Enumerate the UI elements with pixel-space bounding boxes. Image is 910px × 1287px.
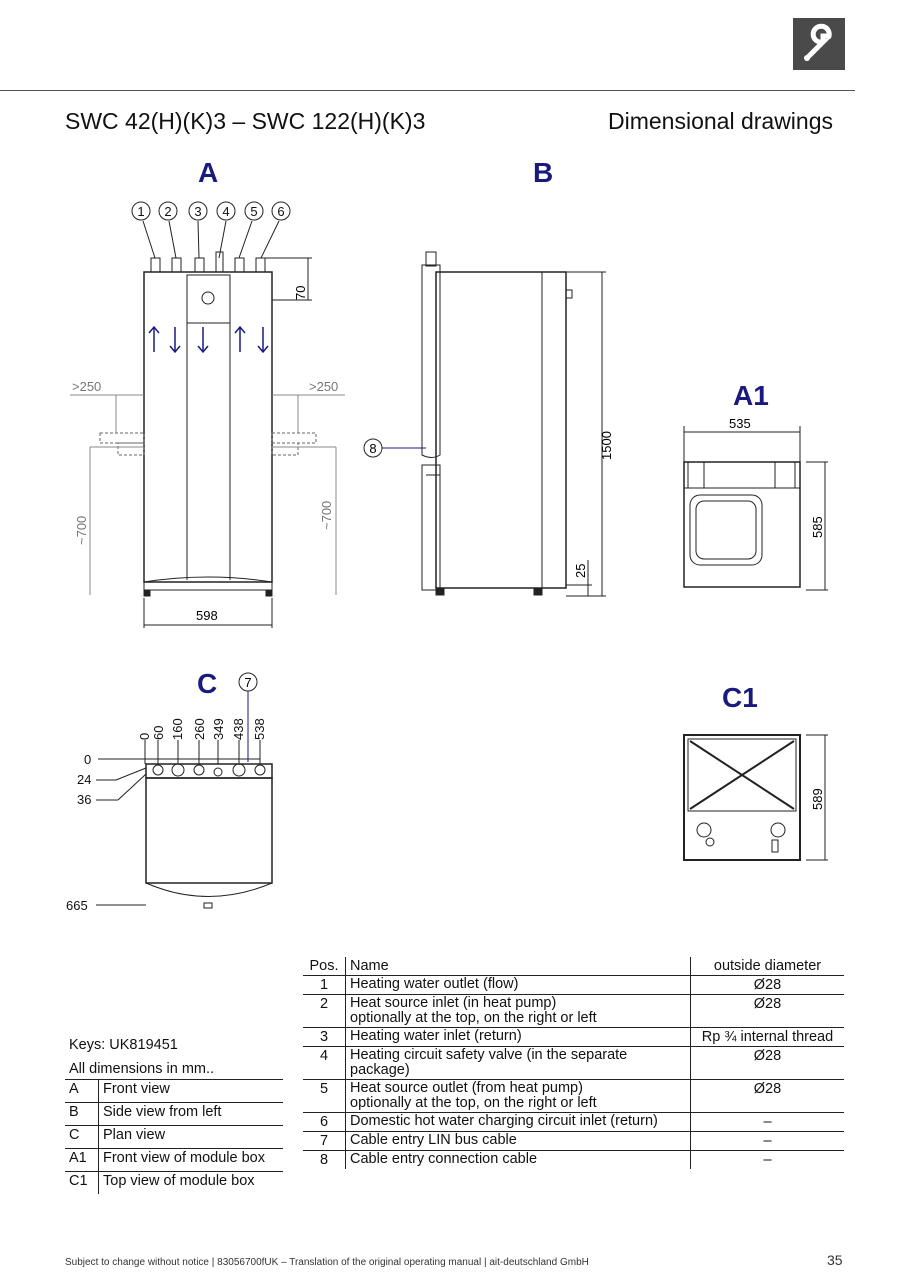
dim-foot-b: 25 xyxy=(573,564,588,578)
callout-4: 4 xyxy=(222,204,229,219)
column-header-od: outside diameter xyxy=(690,957,844,976)
dim-c-x60: 60 xyxy=(151,726,166,740)
view-label-b: B xyxy=(533,157,553,188)
dim-width-a: 598 xyxy=(196,608,218,623)
dim-c-y24: 24 xyxy=(77,772,91,787)
view-label-a1: A1 xyxy=(733,380,769,411)
callout-5: 5 xyxy=(250,204,257,219)
keys-title: Keys: UK819451 xyxy=(69,1037,178,1053)
view-label-c1: C1 xyxy=(722,682,758,713)
dim-c-x349: 349 xyxy=(211,718,226,740)
callout-3: 3 xyxy=(194,204,201,219)
dim-height-left: ~700 xyxy=(74,516,89,545)
dim-c-x438: 438 xyxy=(231,718,246,740)
callout-8: 8 xyxy=(369,441,376,456)
dim-clear-right: >250 xyxy=(309,379,338,394)
dim-height-right: ~700 xyxy=(319,501,334,530)
dim-height-a1: 585 xyxy=(810,516,825,538)
callout-7: 7 xyxy=(244,675,251,690)
section-title: Dimensional drawings xyxy=(608,108,833,134)
dim-top: 70 xyxy=(293,286,308,300)
column-header-pos: Pos. xyxy=(303,957,346,976)
page-title: SWC 42(H)(K)3 – SWC 122(H)(K)3 xyxy=(65,108,426,134)
column-header-name: Name xyxy=(350,958,389,974)
callout-2: 2 xyxy=(164,204,171,219)
footer-text: Subject to change without notice | 83056… xyxy=(65,1257,589,1268)
dim-height-b: 1500 xyxy=(599,431,614,460)
dim-clear-left: >250 xyxy=(72,379,101,394)
dim-c-y36: 36 xyxy=(77,792,91,807)
header-rule xyxy=(0,90,855,91)
top-view-c1 xyxy=(683,734,828,861)
front-view-a1 xyxy=(683,426,828,591)
wrench-icon xyxy=(793,18,845,70)
dim-c-x0: 0 xyxy=(137,733,152,740)
callout-1: 1 xyxy=(137,204,144,219)
page-number: 35 xyxy=(827,1252,843,1268)
dim-c-x160: 160 xyxy=(170,718,185,740)
front-view-a xyxy=(70,201,345,628)
side-view-b xyxy=(363,251,606,597)
view-label-c: C xyxy=(197,668,217,699)
callout-6: 6 xyxy=(277,204,284,219)
dim-c-y665: 665 xyxy=(66,898,88,913)
table-header-row: Pos. Name outside diameter xyxy=(303,957,844,976)
dimensional-drawings: A B A1 C C1 xyxy=(66,157,828,913)
dim-c-x260: 260 xyxy=(192,718,207,740)
callouts-a xyxy=(131,201,291,221)
dim-height-c1: 589 xyxy=(810,788,825,810)
dim-width-a1: 535 xyxy=(729,416,751,431)
plan-view-c xyxy=(96,672,273,909)
dim-c-x538: 538 xyxy=(252,718,267,740)
dim-c-y0: 0 xyxy=(84,752,91,767)
keys-subtitle: All dimensions in mm.. xyxy=(69,1061,215,1077)
view-label-a: A xyxy=(198,157,218,188)
